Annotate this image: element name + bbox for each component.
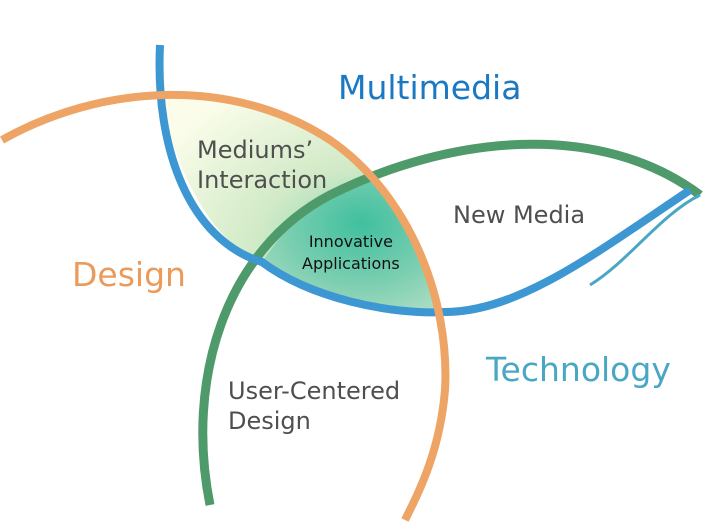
blue-arc bbox=[155, 44, 693, 317]
user-centered-design-line-1: User-Centered bbox=[228, 377, 401, 405]
user-centered-design-line-2: Design bbox=[228, 407, 311, 435]
orange-arc bbox=[0, 91, 450, 522]
green-arc-tail bbox=[589, 193, 701, 287]
multimedia-label: Multimedia bbox=[338, 68, 522, 107]
innovative-applications-label: Innovative Applications bbox=[302, 231, 400, 275]
new-media-label: New Media bbox=[453, 201, 586, 229]
user-centered-design-label: User-Centered Design bbox=[228, 376, 400, 436]
mediums-interaction-line-2: Interaction bbox=[197, 166, 328, 194]
technology-label: Technology bbox=[486, 350, 671, 389]
innovative-applications-line-1: Innovative bbox=[308, 232, 393, 251]
design-label: Design bbox=[72, 255, 186, 294]
mediums-interaction-line-1: Mediums’ bbox=[197, 136, 314, 164]
innovative-applications-line-2: Applications bbox=[302, 254, 400, 273]
mediums-interaction-label: Mediums’ Interaction bbox=[197, 135, 327, 195]
green-arc bbox=[198, 139, 703, 506]
